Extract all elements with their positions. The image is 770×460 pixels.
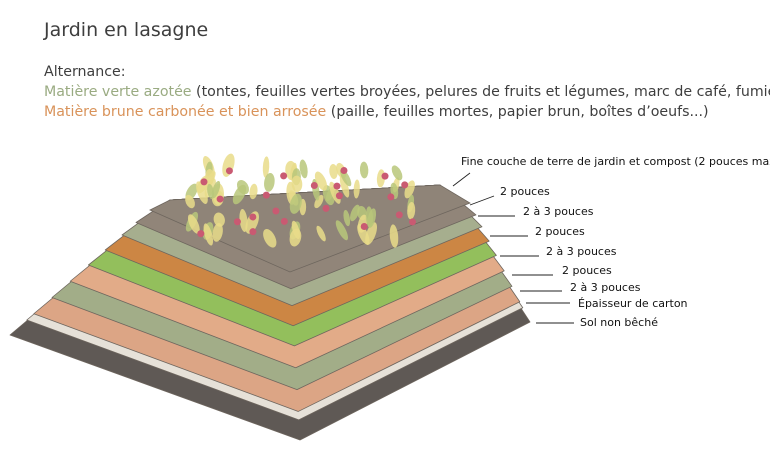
plant-flower xyxy=(395,211,403,219)
plant-flower xyxy=(340,167,348,175)
leader-line xyxy=(469,195,495,206)
green-desc: (tontes, feuilles vertes broyées, pelure… xyxy=(191,84,770,100)
layer-label: Fine couche de terre de jardin et compos… xyxy=(461,155,770,168)
plant-flower xyxy=(216,195,224,203)
plant-leaf xyxy=(299,159,308,179)
plant-leaf xyxy=(339,174,350,198)
plant-flower xyxy=(249,213,257,221)
layer-label: 2 pouces xyxy=(535,225,585,238)
layer-label: 2 pouces xyxy=(500,185,550,198)
plant-flower xyxy=(310,182,318,190)
layer-label: 2 pouces xyxy=(562,264,612,277)
plant-leaf xyxy=(353,179,360,199)
layer-label: 2 à 3 pouces xyxy=(546,245,617,258)
brown-term: Matière brune carbonée et bien arrosée xyxy=(44,104,327,120)
plant-leaf xyxy=(264,172,275,192)
layer-label: Épaisseur de carton xyxy=(578,297,688,310)
plant-flower xyxy=(280,217,288,225)
plant-leaf xyxy=(407,202,416,220)
plant-leaf xyxy=(262,156,270,178)
green-term: Matière verte azotée xyxy=(44,84,192,100)
leader-line xyxy=(452,172,471,187)
plant-leaf xyxy=(236,180,250,195)
plant-leaf xyxy=(359,161,369,179)
plant-flower xyxy=(322,204,330,212)
plant-leaf xyxy=(314,194,324,209)
plant-leaf xyxy=(365,206,374,228)
plant-flower xyxy=(249,228,257,236)
plant-leaf xyxy=(357,223,370,245)
plant-leaf xyxy=(289,193,302,214)
plant-leaf xyxy=(335,220,349,241)
plant-leaf xyxy=(291,220,301,240)
plant-leaf xyxy=(263,228,277,248)
plant-flower xyxy=(387,193,395,201)
page-title: Jardin en lasagne xyxy=(44,19,209,41)
plant-flower xyxy=(233,218,241,226)
plant-leaf xyxy=(213,212,225,227)
plant-leaf xyxy=(350,204,360,222)
plant-leaf xyxy=(316,225,326,242)
plant-flower xyxy=(280,172,288,180)
plant-flower xyxy=(225,167,233,175)
plant-leaf xyxy=(249,183,258,200)
plant-leaf xyxy=(185,194,195,209)
plant-leaf xyxy=(203,223,214,246)
plant-leaf xyxy=(343,209,351,227)
plant-flower xyxy=(333,182,341,190)
layer-label: Sol non bêché xyxy=(580,316,658,329)
layer-label: 2 à 3 pouces xyxy=(570,281,641,294)
plant-flower xyxy=(335,192,343,200)
plant-leaf xyxy=(239,209,248,232)
brown-desc: (paille, feuilles mortes, papier brun, b… xyxy=(326,104,709,120)
plant-leaf xyxy=(329,163,338,180)
plant-leaf xyxy=(212,223,223,242)
plant-flower xyxy=(197,230,205,238)
layer-label: 2 à 3 pouces xyxy=(523,205,594,218)
plant-flower xyxy=(272,207,280,215)
plant-flower xyxy=(409,218,417,226)
plant-flower xyxy=(381,172,389,180)
plant-leaf xyxy=(187,214,200,234)
plant-leaf xyxy=(391,165,403,181)
plant-leaf xyxy=(314,171,328,191)
intro-text: Alternance: Matière verte azotée (tontes… xyxy=(44,62,770,122)
green-material-line: Matière verte azotée (tontes, feuilles v… xyxy=(44,82,770,102)
brown-material-line: Matière brune carbonée et bien arrosée (… xyxy=(44,102,770,122)
plant-flower xyxy=(360,222,368,230)
plant-flower xyxy=(200,178,208,186)
plant-leaf xyxy=(222,153,235,177)
plant-flower xyxy=(401,181,409,189)
top-soil-surface xyxy=(149,184,471,273)
plant-leaf xyxy=(389,224,399,248)
plant-leaf xyxy=(211,180,221,199)
plant-flower xyxy=(262,191,270,199)
plant-leaf xyxy=(291,175,303,193)
intro-heading: Alternance: xyxy=(44,64,126,80)
